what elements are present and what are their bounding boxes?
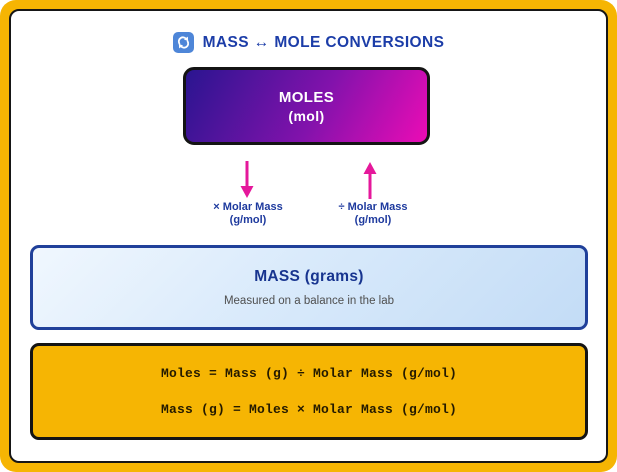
down-arrow-icon	[239, 161, 255, 199]
up-arrow-icon	[362, 161, 378, 199]
divide-molar-mass-label: ÷ Molar Mass (g/mol)	[303, 201, 443, 227]
multiply-molar-mass-unit: (g/mol)	[229, 214, 267, 226]
divide-molar-mass-text: ÷ Molar Mass	[338, 201, 408, 213]
moles-box: MOLES (mol)	[183, 67, 430, 145]
mass-formula: Mass (g) = Moles × Molar Mass (g/mol)	[160, 402, 458, 417]
divide-molar-mass-unit: (g/mol)	[354, 214, 392, 226]
page-title: MASS ↔ MOLE CONVERSIONS	[202, 33, 445, 51]
refresh-arrows-icon	[172, 32, 194, 53]
multiply-molar-mass-text: × Molar Mass	[213, 201, 283, 213]
moles-box-unit: (mol)	[288, 107, 325, 124]
formula-box: Moles = Mass (g) ÷ Molar Mass (g/mol) Ma…	[30, 343, 588, 440]
diagram-title-row: MASS ↔ MOLE CONVERSIONS	[0, 32, 617, 53]
mass-box: MASS (grams) Measured on a balance in th…	[30, 245, 588, 330]
moles-formula: Moles = Mass (g) ÷ Molar Mass (g/mol)	[160, 366, 458, 381]
mass-box-title: MASS (grams)	[254, 268, 364, 285]
multiply-molar-mass-label: × Molar Mass (g/mol)	[178, 201, 318, 227]
mass-box-subtitle: Measured on a balance in the lab	[223, 295, 395, 307]
moles-box-title: MOLES	[278, 88, 335, 106]
